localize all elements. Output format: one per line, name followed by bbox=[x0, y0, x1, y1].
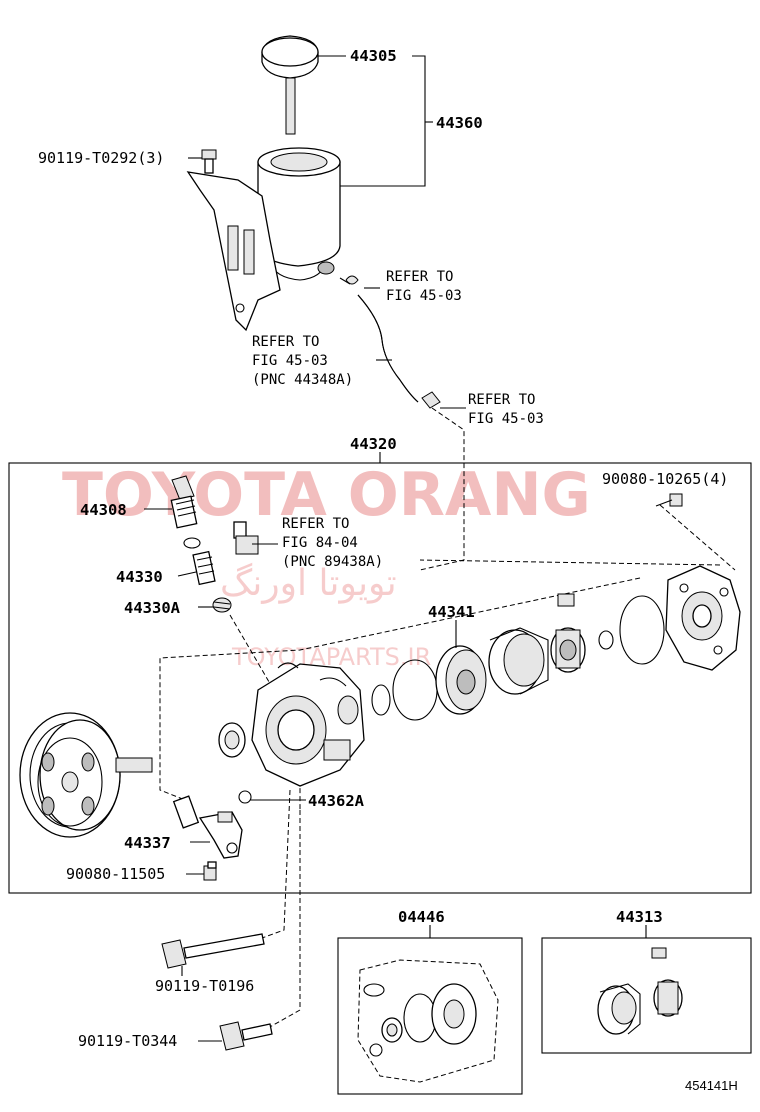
label-44330: 44330 bbox=[116, 568, 163, 586]
rotor[interactable] bbox=[550, 627, 586, 673]
ref-a-line2: FIG 45-03 bbox=[386, 288, 462, 304]
gasket-kit-04446[interactable] bbox=[357, 959, 499, 1083]
pressure-switch[interactable] bbox=[233, 521, 278, 555]
label-04446: 04446 bbox=[398, 908, 445, 926]
watermark-site: TOYOTAPARTS.IR bbox=[231, 643, 431, 671]
o-ring-44308 bbox=[183, 537, 201, 549]
cam-ring[interactable] bbox=[488, 627, 549, 695]
cartridge-kit-44313[interactable] bbox=[597, 947, 683, 1035]
label-90119-t0344: 90119-T0344 bbox=[78, 1032, 177, 1050]
gasket bbox=[619, 595, 665, 665]
watermark-latin: TOYOTA ORANG bbox=[62, 460, 591, 530]
flow-control-valve-44308[interactable] bbox=[170, 475, 198, 529]
oil-seal[interactable] bbox=[218, 722, 246, 758]
reservoir-bracket bbox=[186, 171, 281, 332]
label-44313: 44313 bbox=[616, 908, 663, 926]
side-plate-44341[interactable] bbox=[435, 645, 487, 715]
o-ring-small bbox=[371, 684, 391, 716]
union-44337[interactable] bbox=[172, 795, 243, 859]
label-90119-t0292: 90119-T0292(3) bbox=[38, 149, 164, 167]
label-44362a: 44362A bbox=[308, 792, 365, 810]
ref-c-line2: FIG 45-03 bbox=[468, 411, 544, 427]
reservoir-44360[interactable] bbox=[257, 147, 341, 281]
ref-b-line1: REFER TO bbox=[252, 334, 319, 350]
snap-ring bbox=[598, 630, 614, 650]
bolt-90119-t0344[interactable] bbox=[219, 1021, 273, 1051]
reservoir-cap-44305[interactable] bbox=[261, 35, 319, 135]
pump-body[interactable] bbox=[251, 662, 365, 787]
label-90119-t0196: 90119-T0196 bbox=[155, 977, 254, 995]
label-44341: 44341 bbox=[428, 603, 475, 621]
bolt-90080-10265[interactable] bbox=[655, 493, 683, 507]
ref-b-line3: (PNC 44348A) bbox=[252, 372, 353, 388]
label-90080-10265: 90080-10265(4) bbox=[602, 470, 728, 488]
ref-b-line2: FIG 45-03 bbox=[252, 353, 328, 369]
label-44320: 44320 bbox=[350, 435, 397, 453]
label-44330a: 44330A bbox=[124, 599, 181, 617]
label-44337: 44337 bbox=[124, 834, 171, 852]
ref-d-line3: (PNC 89438A) bbox=[282, 554, 383, 570]
ref-d-line1: REFER TO bbox=[282, 516, 349, 532]
vane bbox=[557, 593, 575, 607]
figure-id: 454141H bbox=[685, 1078, 738, 1093]
label-44308: 44308 bbox=[80, 501, 127, 519]
bolt-90119-t0292[interactable] bbox=[201, 149, 217, 174]
kit-box-04446 bbox=[337, 937, 523, 1095]
bolt-90119-t0196[interactable] bbox=[161, 933, 265, 969]
label-44360: 44360 bbox=[436, 114, 483, 132]
ref-a-line1: REFER TO bbox=[386, 269, 453, 285]
ref-d-line2: FIG 84-04 bbox=[282, 535, 358, 551]
valve-spring-44330[interactable] bbox=[192, 550, 216, 586]
kit-box-44313 bbox=[541, 937, 752, 1054]
rear-housing[interactable] bbox=[665, 565, 741, 671]
o-ring-44362a[interactable] bbox=[238, 790, 252, 804]
pump-pulley[interactable] bbox=[19, 712, 153, 838]
bolt-90080-11505[interactable] bbox=[203, 861, 217, 881]
spring-44330a[interactable] bbox=[212, 597, 232, 613]
label-90080-11505: 90080-11505 bbox=[66, 865, 165, 883]
ref-c-line1: REFER TO bbox=[468, 392, 535, 408]
label-44305: 44305 bbox=[350, 47, 397, 65]
watermark-arabic: تویوتا اورنگ bbox=[220, 562, 397, 604]
